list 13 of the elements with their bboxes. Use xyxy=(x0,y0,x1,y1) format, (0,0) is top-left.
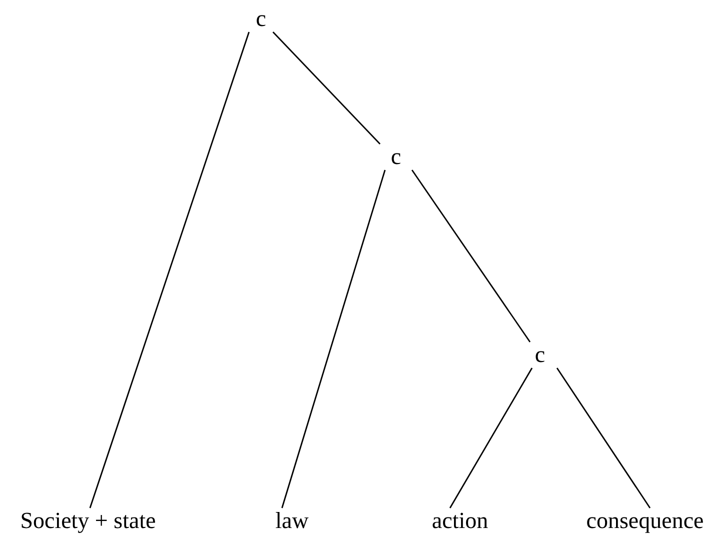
node-label: Society + state xyxy=(20,508,156,534)
node-label: consequence xyxy=(586,508,704,534)
tree-branch-line xyxy=(556,368,651,508)
node-label: c xyxy=(534,342,546,368)
tree-branch-line xyxy=(272,32,380,144)
node-label: law xyxy=(275,508,309,534)
tree-branch-line xyxy=(449,368,533,508)
tree-branch-line xyxy=(89,32,250,508)
node-label: action xyxy=(432,508,488,534)
tree-branch-line xyxy=(411,170,531,342)
node-label: c xyxy=(256,6,266,32)
node-label: c xyxy=(390,144,402,170)
tree-branch-line xyxy=(281,170,386,508)
